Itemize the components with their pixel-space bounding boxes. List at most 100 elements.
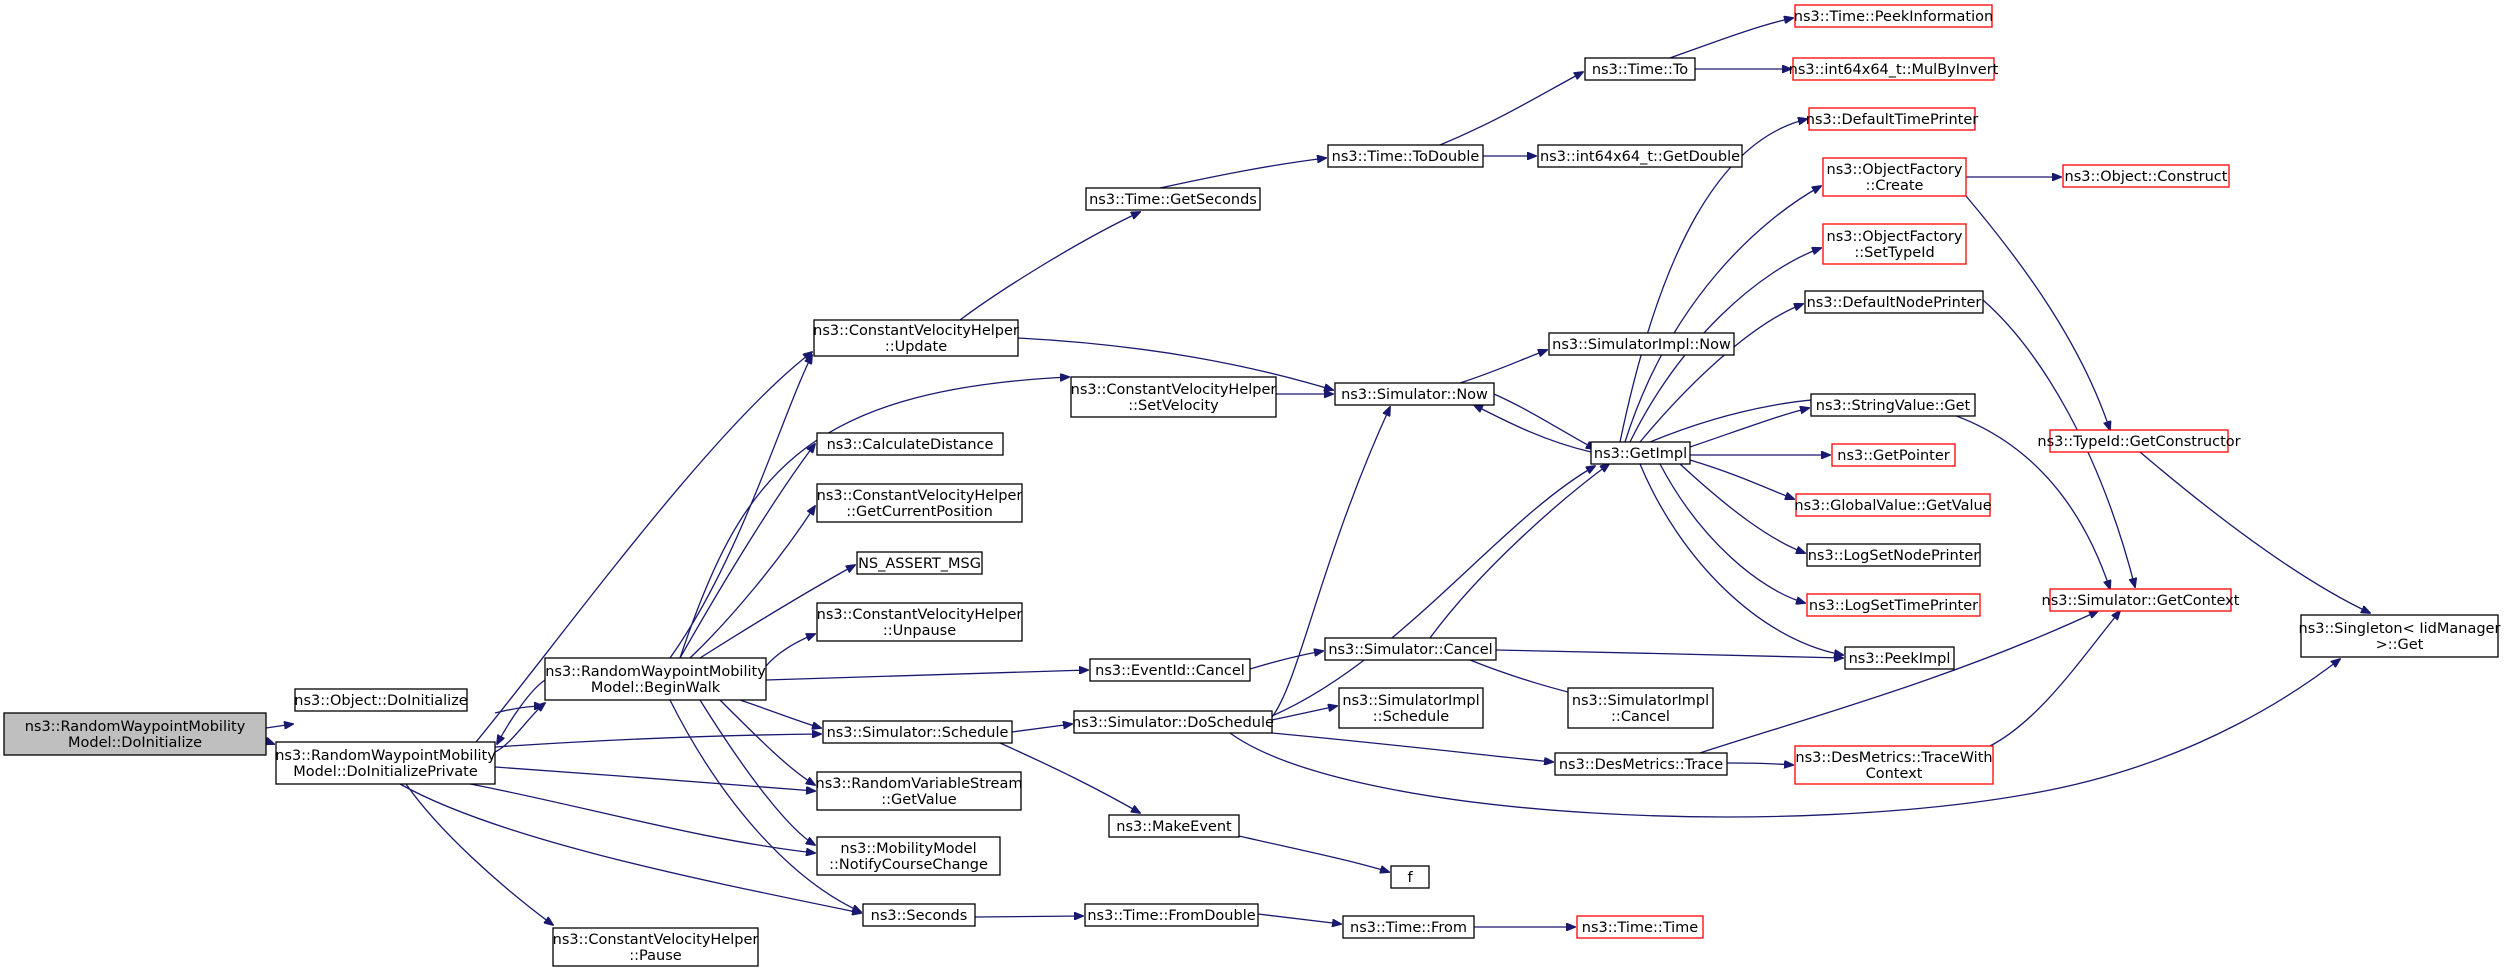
node-box <box>1792 57 1995 81</box>
node-ns3-time-fromdouble[interactable]: ns3::Time::FromDouble <box>1084 903 1259 927</box>
node-f[interactable]: f <box>1390 865 1430 889</box>
node-box <box>1554 752 1728 776</box>
node-ns3-constantvelocityhelper-getcurrentposition[interactable]: ns3::ConstantVelocityHelper::GetCurrentP… <box>816 483 1023 523</box>
node-ns3-simulator-getcontext[interactable]: ns3::Simulator::GetContext <box>2042 588 2240 612</box>
node-ns3-mobilitymodel-notifycoursechange[interactable]: ns3::MobilityModel::NotifyCourseChange <box>816 836 1001 876</box>
edge-n29-to-n38 <box>1639 304 1803 443</box>
node-ns3-desmetrics-trace[interactable]: ns3::DesMetrics::Trace <box>1554 752 1728 776</box>
node-ns3-peekimpl[interactable]: ns3::PeekImpl <box>1844 646 1955 670</box>
node-ns3-randomwaypointmobility-model-doinitialize[interactable]: ns3::RandomWaypointMobilityModel::DoInit… <box>3 712 267 756</box>
node-ns3-globalvalue-getvalue[interactable]: ns3::GlobalValue::GetValue <box>1794 493 1992 517</box>
node-label: ns3::Time::GetSeconds <box>1089 192 1257 208</box>
node-label: ns3::RandomWaypointMobility <box>25 719 246 735</box>
node-ns3-logsettimeprinter[interactable]: ns3::LogSetTimePrinter <box>1806 593 1981 617</box>
node-ns3-int64x64-t-getdouble[interactable]: ns3::int64x64_t::GetDouble <box>1537 144 1743 168</box>
node-ns3-eventid-cancel[interactable]: ns3::EventId::Cancel <box>1089 658 1251 682</box>
edge-n10-to-n18 <box>999 742 1140 813</box>
node-label: ns3::Time::From <box>1350 920 1467 936</box>
node-label: ns3::Simulator::Schedule <box>827 725 1009 741</box>
edge-n10-to-n17 <box>1011 724 1072 733</box>
node-label: ns3::SimulatorImpl <box>1572 693 1709 709</box>
node-ns3-objectfactory-create[interactable]: ns3::ObjectFactory::Create <box>1822 157 1967 197</box>
node-ns3-getpointer[interactable]: ns3::GetPointer <box>1831 443 1956 467</box>
node-label: ns3::Simulator::DoSchedule <box>1072 715 1274 731</box>
node-ns3-simulator-doschedule[interactable]: ns3::Simulator::DoSchedule <box>1072 710 1274 734</box>
node-ns3-simulator-now[interactable]: ns3::Simulator::Now <box>1334 382 1495 406</box>
edge-n17-to-n31 <box>1271 732 1553 762</box>
node-label: ns3::MakeEvent <box>1116 819 1232 835</box>
node-label: ns3::LogSetTimePrinter <box>1809 598 1978 614</box>
edge-n5-to-n21 <box>1017 337 1333 390</box>
node-label: >::Get <box>2376 637 2424 653</box>
node-ns-assert-msg[interactable]: NS_ASSERT_MSG <box>856 551 983 575</box>
edge-n29-to-n21 <box>1474 405 1592 453</box>
edge-n29-to-n35 <box>1619 119 1807 443</box>
node-label: ns3::int64x64_t::MulByInvert <box>1789 62 1999 78</box>
node-box <box>1794 745 1994 785</box>
node-ns3-simulatorimpl-cancel[interactable]: ns3::SimulatorImpl::Cancel <box>1567 687 1714 729</box>
node-ns3-constantvelocityhelper-unpause[interactable]: ns3::ConstantVelocityHelper::Unpause <box>816 602 1023 642</box>
node-ns3-constantvelocityhelper-pause[interactable]: ns3::ConstantVelocityHelper::Pause <box>552 927 759 967</box>
node-ns3-getimpl[interactable]: ns3::GetImpl <box>1590 441 1691 465</box>
node-box <box>1108 814 1240 838</box>
node-box <box>2049 429 2229 453</box>
node-ns3-defaultnodeprinter[interactable]: ns3::DefaultNodePrinter <box>1804 290 1984 314</box>
node-ns3-constantvelocityhelper-setvelocity[interactable]: ns3::ConstantVelocityHelper::SetVelocity <box>1070 376 1277 418</box>
node-ns3-stringvalue-get[interactable]: ns3::StringValue::Get <box>1810 393 1976 417</box>
node-label: ns3::DesMetrics::Trace <box>1559 757 1723 773</box>
node-label: ns3::ConstantVelocityHelper <box>813 323 1019 339</box>
node-box <box>856 551 983 575</box>
node-ns3-simulator-cancel[interactable]: ns3::Simulator::Cancel <box>1324 637 1497 661</box>
node-ns3-object-doinitialize[interactable]: ns3::Object::DoInitialize <box>294 688 468 712</box>
edge-n18-to-n24 <box>1238 835 1389 872</box>
node-ns3-time-getseconds[interactable]: ns3::Time::GetSeconds <box>1085 187 1261 211</box>
node-ns3-simulator-schedule[interactable]: ns3::Simulator::Schedule <box>822 720 1013 744</box>
node-box <box>1548 332 1735 356</box>
edge-n38-to-n48 <box>1982 299 2135 587</box>
node-box <box>294 688 468 712</box>
node-ns3-time-from[interactable]: ns3::Time::From <box>1342 915 1475 939</box>
node-box <box>816 771 1022 811</box>
node-label: ::Create <box>1866 178 1924 194</box>
edge-n17-to-n49 <box>1229 659 2340 818</box>
node-ns3-simulatorimpl-schedule[interactable]: ns3::SimulatorImpl::Schedule <box>1338 687 1484 729</box>
edge-n5-to-n14 <box>959 212 1140 321</box>
edge-n20-to-n26 <box>1439 72 1583 146</box>
node-label: ::NotifyCourseChange <box>829 857 988 873</box>
node-box <box>3 712 267 756</box>
node-box <box>1567 687 1714 729</box>
node-ns3-simulatorimpl-now[interactable]: ns3::SimulatorImpl::Now <box>1548 332 1735 356</box>
node-ns3-int64x64-t-mulbyinvert[interactable]: ns3::int64x64_t::MulByInvert <box>1789 57 1999 81</box>
node-label: ns3::ObjectFactory <box>1827 162 1963 178</box>
edge-n3-to-n6 <box>679 444 815 659</box>
node-ns3-makeevent[interactable]: ns3::MakeEvent <box>1108 814 1240 838</box>
node-label: ns3::MobilityModel <box>840 841 976 857</box>
node-ns3-time-peekinformation[interactable]: ns3::Time::PeekInformation <box>1794 4 1993 28</box>
node-ns3-seconds[interactable]: ns3::Seconds <box>862 903 976 927</box>
node-ns3-logsetnodeprinter[interactable]: ns3::LogSetNodePrinter <box>1806 543 1981 567</box>
node-label: ns3::DesMetrics::TraceWith <box>1795 750 1992 766</box>
node-ns3-defaulttimeprinter[interactable]: ns3::DefaultTimePrinter <box>1806 107 1978 131</box>
node-ns3-randomwaypointmobility-model-doinitializeprivate[interactable]: ns3::RandomWaypointMobilityModel::DoInit… <box>275 741 496 785</box>
node-ns3-time-to[interactable]: ns3::Time::To <box>1584 57 1696 81</box>
node-label: ns3::RandomWaypointMobility <box>275 748 496 764</box>
node-ns3-typeid-getconstructor[interactable]: ns3::TypeId::GetConstructor <box>2037 429 2241 453</box>
node-ns3-time-time[interactable]: ns3::Time::Time <box>1576 915 1704 939</box>
edge-n3-to-n1 <box>494 706 543 714</box>
edge-n3-to-n15 <box>679 377 1069 659</box>
edge-n36-to-n47 <box>1965 195 2110 430</box>
node-ns3-randomvariablestream-getvalue[interactable]: ns3::RandomVariableStream::GetValue <box>816 771 1023 811</box>
node-ns3-constantvelocityhelper-update[interactable]: ns3::ConstantVelocityHelper::Update <box>813 319 1019 357</box>
node-ns3-randomwaypointmobility-model-beginwalk[interactable]: ns3::RandomWaypointMobilityModel::BeginW… <box>544 657 767 701</box>
node-ns3-calculatedistance[interactable]: ns3::CalculateDistance <box>816 432 1004 456</box>
node-label: ns3::GetPointer <box>1837 448 1950 464</box>
node-ns3-time-todouble[interactable]: ns3::Time::ToDouble <box>1327 144 1484 168</box>
node-label: ns3::ObjectFactory <box>1827 229 1963 245</box>
node-label: Context <box>1866 766 1923 782</box>
node-ns3-singleton-iidmanager-get[interactable]: ns3::Singleton< IidManager>::Get <box>2299 614 2501 658</box>
node-ns3-object-construct[interactable]: ns3::Object::Construct <box>2062 164 2230 188</box>
edge-n29-to-n41 <box>1689 459 1794 499</box>
node-label: ns3::DefaultNodePrinter <box>1807 295 1982 311</box>
node-ns3-objectfactory-settypeid[interactable]: ns3::ObjectFactory::SetTypeId <box>1822 223 1967 265</box>
